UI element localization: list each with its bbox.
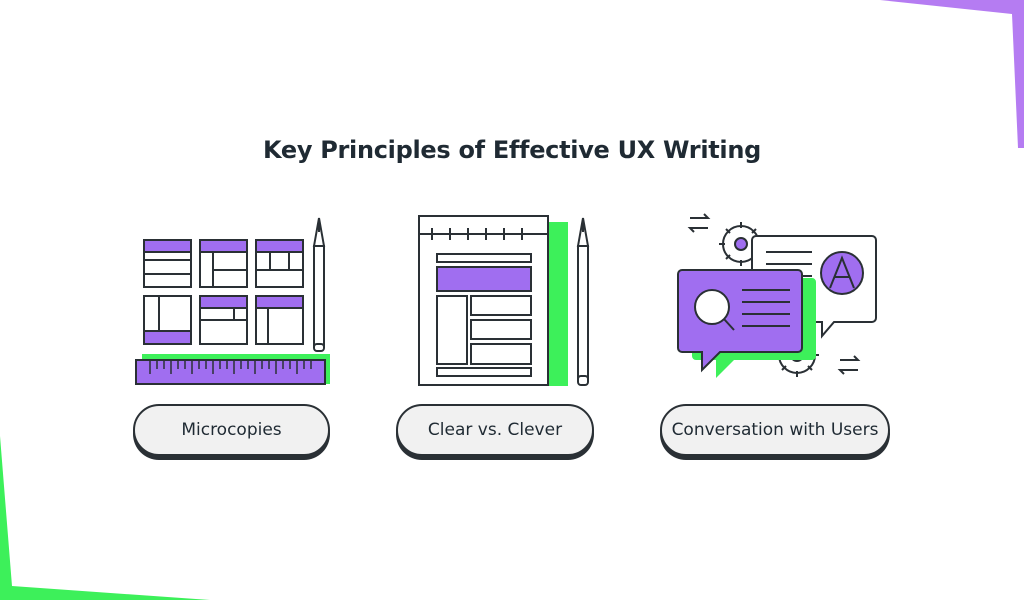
- page-title: Key Principles of Effective UX Writing: [262, 136, 762, 164]
- label-pill-microcopies: Microcopies: [133, 404, 330, 456]
- pencil-icon-2: [576, 217, 590, 386]
- ruler-icon: [135, 354, 330, 385]
- wireframe-layout-icon: [143, 239, 304, 345]
- label-pill-clear-vs-clever: Clear vs. Clever: [396, 404, 594, 456]
- chat-bubbles-icon: [677, 213, 877, 378]
- label-pill-conversation-with-users: Conversation with Users: [660, 404, 890, 456]
- swap-arrows-icon: [687, 213, 861, 375]
- pencil-icon: [312, 217, 326, 352]
- notepad-icon: [418, 215, 568, 386]
